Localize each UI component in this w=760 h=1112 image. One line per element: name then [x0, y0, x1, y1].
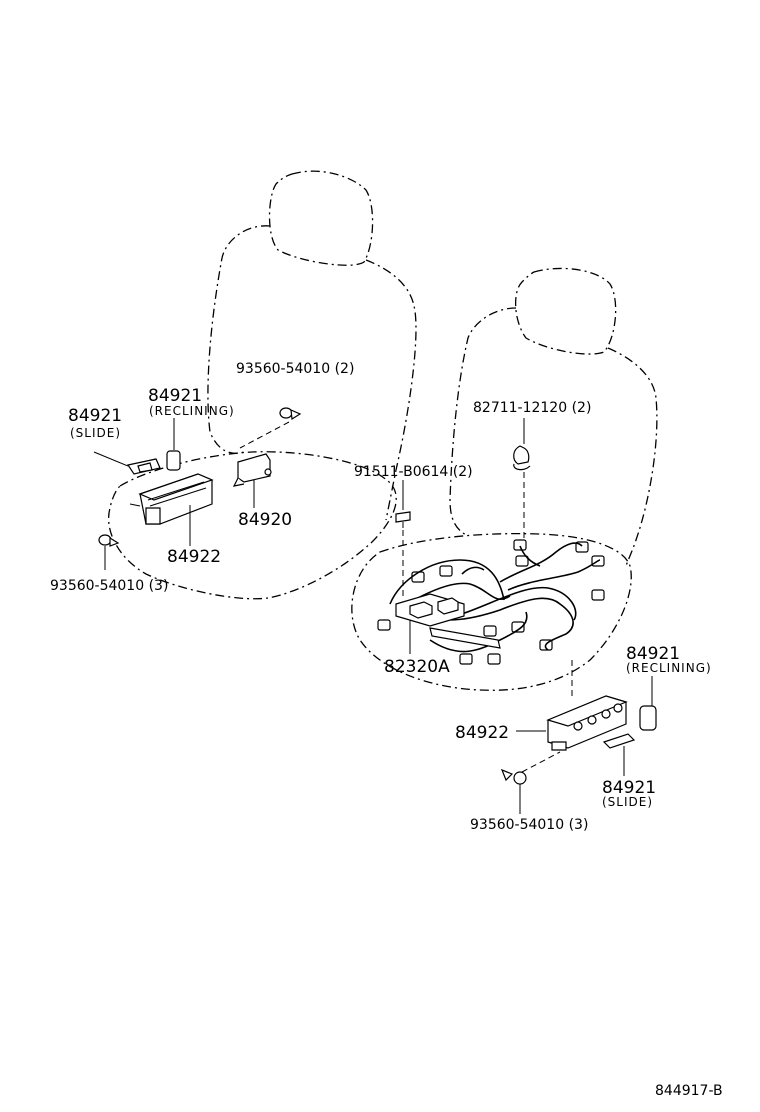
left-bracket	[232, 453, 272, 508]
right-seat-outline	[351, 267, 658, 691]
harness-connectors	[377, 539, 605, 665]
label-right-reclining-qualifier: (RECLINING)	[626, 661, 712, 675]
label-left-reclining-qualifier: (RECLINING)	[149, 404, 235, 418]
screw	[395, 480, 411, 600]
left-switch-assembly	[129, 473, 214, 546]
clamp	[513, 418, 531, 540]
label-left-slide-number: 84921	[68, 406, 122, 426]
left-bottom-bolt	[98, 534, 120, 570]
label-screw: 91511-B0614 (2)	[354, 464, 473, 480]
label-left-slide-qualifier: (SLIDE)	[70, 426, 121, 440]
left-slide-knob	[93, 451, 161, 475]
right-switch-assembly	[516, 660, 628, 751]
left-top-bolt	[239, 407, 302, 449]
label-harness: 82320A	[384, 657, 450, 677]
right-bolt	[500, 751, 561, 814]
label-right-slide-number: 84921	[602, 778, 656, 798]
label-left-bolt-bottom: 93560-54010 (3)	[50, 578, 168, 594]
right-reclining-knob	[639, 676, 657, 731]
label-left-reclining-number: 84921	[148, 386, 202, 406]
label-right-reclining-number: 84921	[626, 644, 680, 664]
label-left-bracket: 84920	[238, 510, 292, 530]
figure-id: 844917-B	[655, 1083, 723, 1099]
label-right-slide-qualifier: (SLIDE)	[602, 795, 653, 809]
left-seat-outline	[108, 170, 417, 600]
label-right-switch: 84922	[455, 723, 509, 743]
harness-ecu	[395, 593, 501, 654]
label-left-bolt-top: 93560-54010 (2)	[236, 361, 354, 377]
label-right-bolt: 93560-54010 (3)	[470, 817, 588, 833]
left-reclining-knob	[166, 418, 181, 471]
label-clamp: 82711-12120 (2)	[473, 400, 591, 416]
right-slide-knob	[602, 733, 636, 776]
label-left-switch: 84922	[167, 547, 221, 567]
